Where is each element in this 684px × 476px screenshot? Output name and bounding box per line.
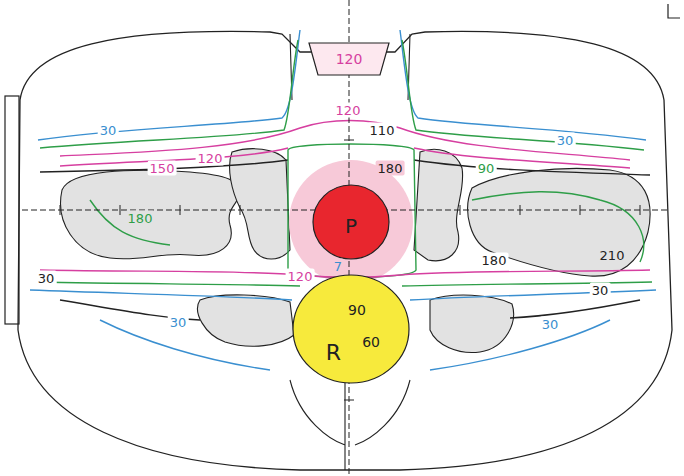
isodose-value: 210	[598, 248, 627, 263]
node-label: R	[326, 342, 341, 364]
isodose-value: 180	[376, 161, 405, 176]
isodose-box: 120	[308, 42, 390, 76]
isodose-value: 120	[196, 151, 225, 166]
isodose-value: 180	[480, 253, 509, 268]
target-circle: P	[312, 184, 390, 260]
isodose-value: 120	[286, 269, 315, 284]
body-outline	[18, 31, 672, 470]
corner-mark	[668, 4, 680, 18]
node-label: 90	[348, 303, 366, 317]
node-label: 60	[362, 335, 380, 349]
isodose-value: 150	[148, 161, 177, 176]
isodose-value: 180	[126, 211, 155, 226]
isodose-value: 30	[540, 317, 561, 332]
isodose-value: 7	[332, 259, 344, 274]
frame-bracket	[5, 96, 19, 324]
isodose-value: 110	[368, 123, 397, 138]
isodose-value: 120	[334, 103, 363, 118]
shape-outline	[292, 274, 410, 384]
organ-circle: 90R 60	[292, 274, 410, 384]
isodose-value: 30	[555, 133, 576, 148]
tick-marks	[60, 60, 640, 400]
isodose-value: 30	[98, 123, 119, 138]
crosshair	[22, 0, 668, 476]
node-label: P	[345, 216, 357, 236]
isodose-value: 90	[476, 161, 497, 176]
isodose-value: 30	[36, 271, 57, 286]
node-label: 120	[336, 52, 363, 66]
isodose-value: 30	[168, 315, 189, 330]
isodose-value: 30	[590, 283, 611, 298]
